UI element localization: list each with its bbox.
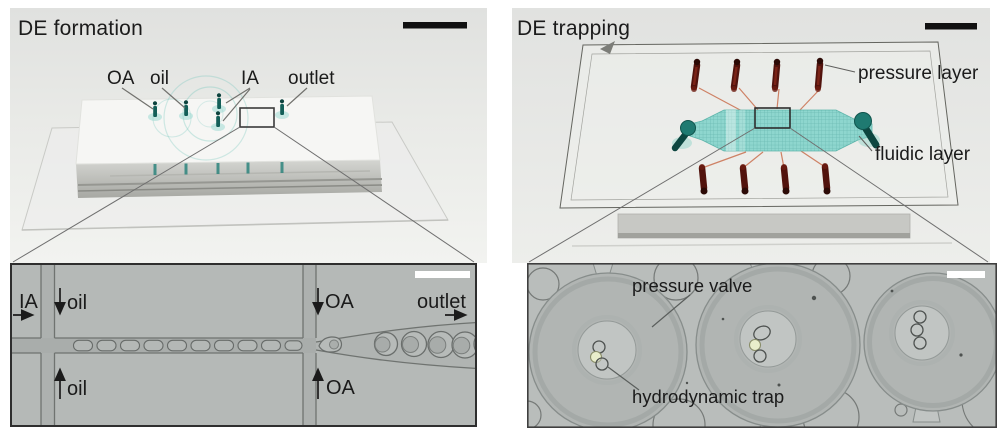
plate-fold-mark [600, 41, 615, 54]
tubing-lines [698, 87, 826, 169]
micrograph-border [527, 263, 997, 428]
trapped-droplets [910, 310, 927, 350]
chip-side-view [571, 213, 953, 247]
panel-de-formation-photo: DE formation OA oil IA outlet [10, 8, 487, 263]
panel-trapping-micrograph: pressure valve hydrodynamic trap [527, 263, 997, 428]
pressure-port [698, 164, 708, 195]
port-ia-top [212, 93, 226, 113]
pressure-port [780, 164, 790, 195]
pressure-valve-1 [528, 272, 688, 428]
panel-formation-micrograph: IA oil oil OA OA outlet [10, 263, 477, 427]
port-outlet [275, 99, 289, 119]
label-oa-bottom: OA [326, 377, 356, 399]
scale-bar [925, 23, 977, 30]
zoom-region-box [754, 107, 791, 129]
specks [685, 289, 963, 387]
pressure-ports-bottom [698, 163, 831, 195]
label-pressure-valve: pressure valve [632, 275, 752, 296]
label-oil-top: oil [67, 292, 87, 314]
fluorescent-droplet [748, 338, 762, 352]
leader-lines [121, 87, 308, 122]
edge-channel-marks [153, 162, 284, 175]
pressure-valve-2 [695, 263, 861, 428]
panel-title: DE trapping [517, 17, 630, 40]
panel-de-trapping-photo: DE trapping pressure layer fluidic layer [512, 8, 990, 263]
trapped-droplets [748, 325, 771, 363]
pressure-port [739, 164, 749, 195]
pressure-port [730, 58, 741, 92]
label-oa-top: OA [325, 291, 355, 313]
chip-front-edge [76, 160, 382, 198]
scale-bar [403, 22, 467, 29]
label-outlet: outlet [417, 291, 466, 313]
fluidic-port-left [671, 120, 696, 152]
label-oil: oil [150, 68, 169, 89]
label-hydrodynamic-trap: hydrodynamic trap [632, 386, 784, 407]
leader-lines [607, 294, 691, 391]
scale-bar [947, 271, 985, 278]
pressure-port [814, 57, 824, 92]
port-oa [148, 101, 162, 121]
pressure-port [690, 58, 701, 92]
pressure-valve-3 [863, 272, 997, 412]
port-ia-bottom [211, 111, 225, 131]
label-ia: IA [241, 68, 259, 89]
port-oil [179, 100, 193, 120]
trapped-droplets [589, 340, 609, 371]
panel-title: DE formation [18, 17, 143, 40]
zoom-region-box [239, 107, 275, 128]
zoom-connector-lines [528, 127, 989, 263]
label-oil-bottom: oil [67, 378, 87, 400]
pressure-port [771, 58, 781, 92]
label-ia: IA [19, 291, 39, 313]
micrograph-border [10, 263, 477, 427]
pressure-ports-top [690, 57, 824, 92]
label-fluidic-layer: fluidic layer [875, 144, 971, 165]
scale-bar [415, 271, 470, 278]
flow-arrows [13, 288, 468, 399]
pressure-port [821, 163, 831, 195]
label-pressure-layer: pressure layer [858, 63, 979, 84]
label-outlet: outlet [288, 68, 335, 89]
label-oa: OA [107, 68, 135, 89]
inlet-ports [148, 93, 289, 131]
fluidic-port-right [854, 112, 880, 149]
droplet-plugs [72, 339, 303, 352]
leader-lines [824, 64, 873, 152]
zoom-connector-lines [12, 126, 475, 263]
fluidic-region [689, 109, 873, 152]
